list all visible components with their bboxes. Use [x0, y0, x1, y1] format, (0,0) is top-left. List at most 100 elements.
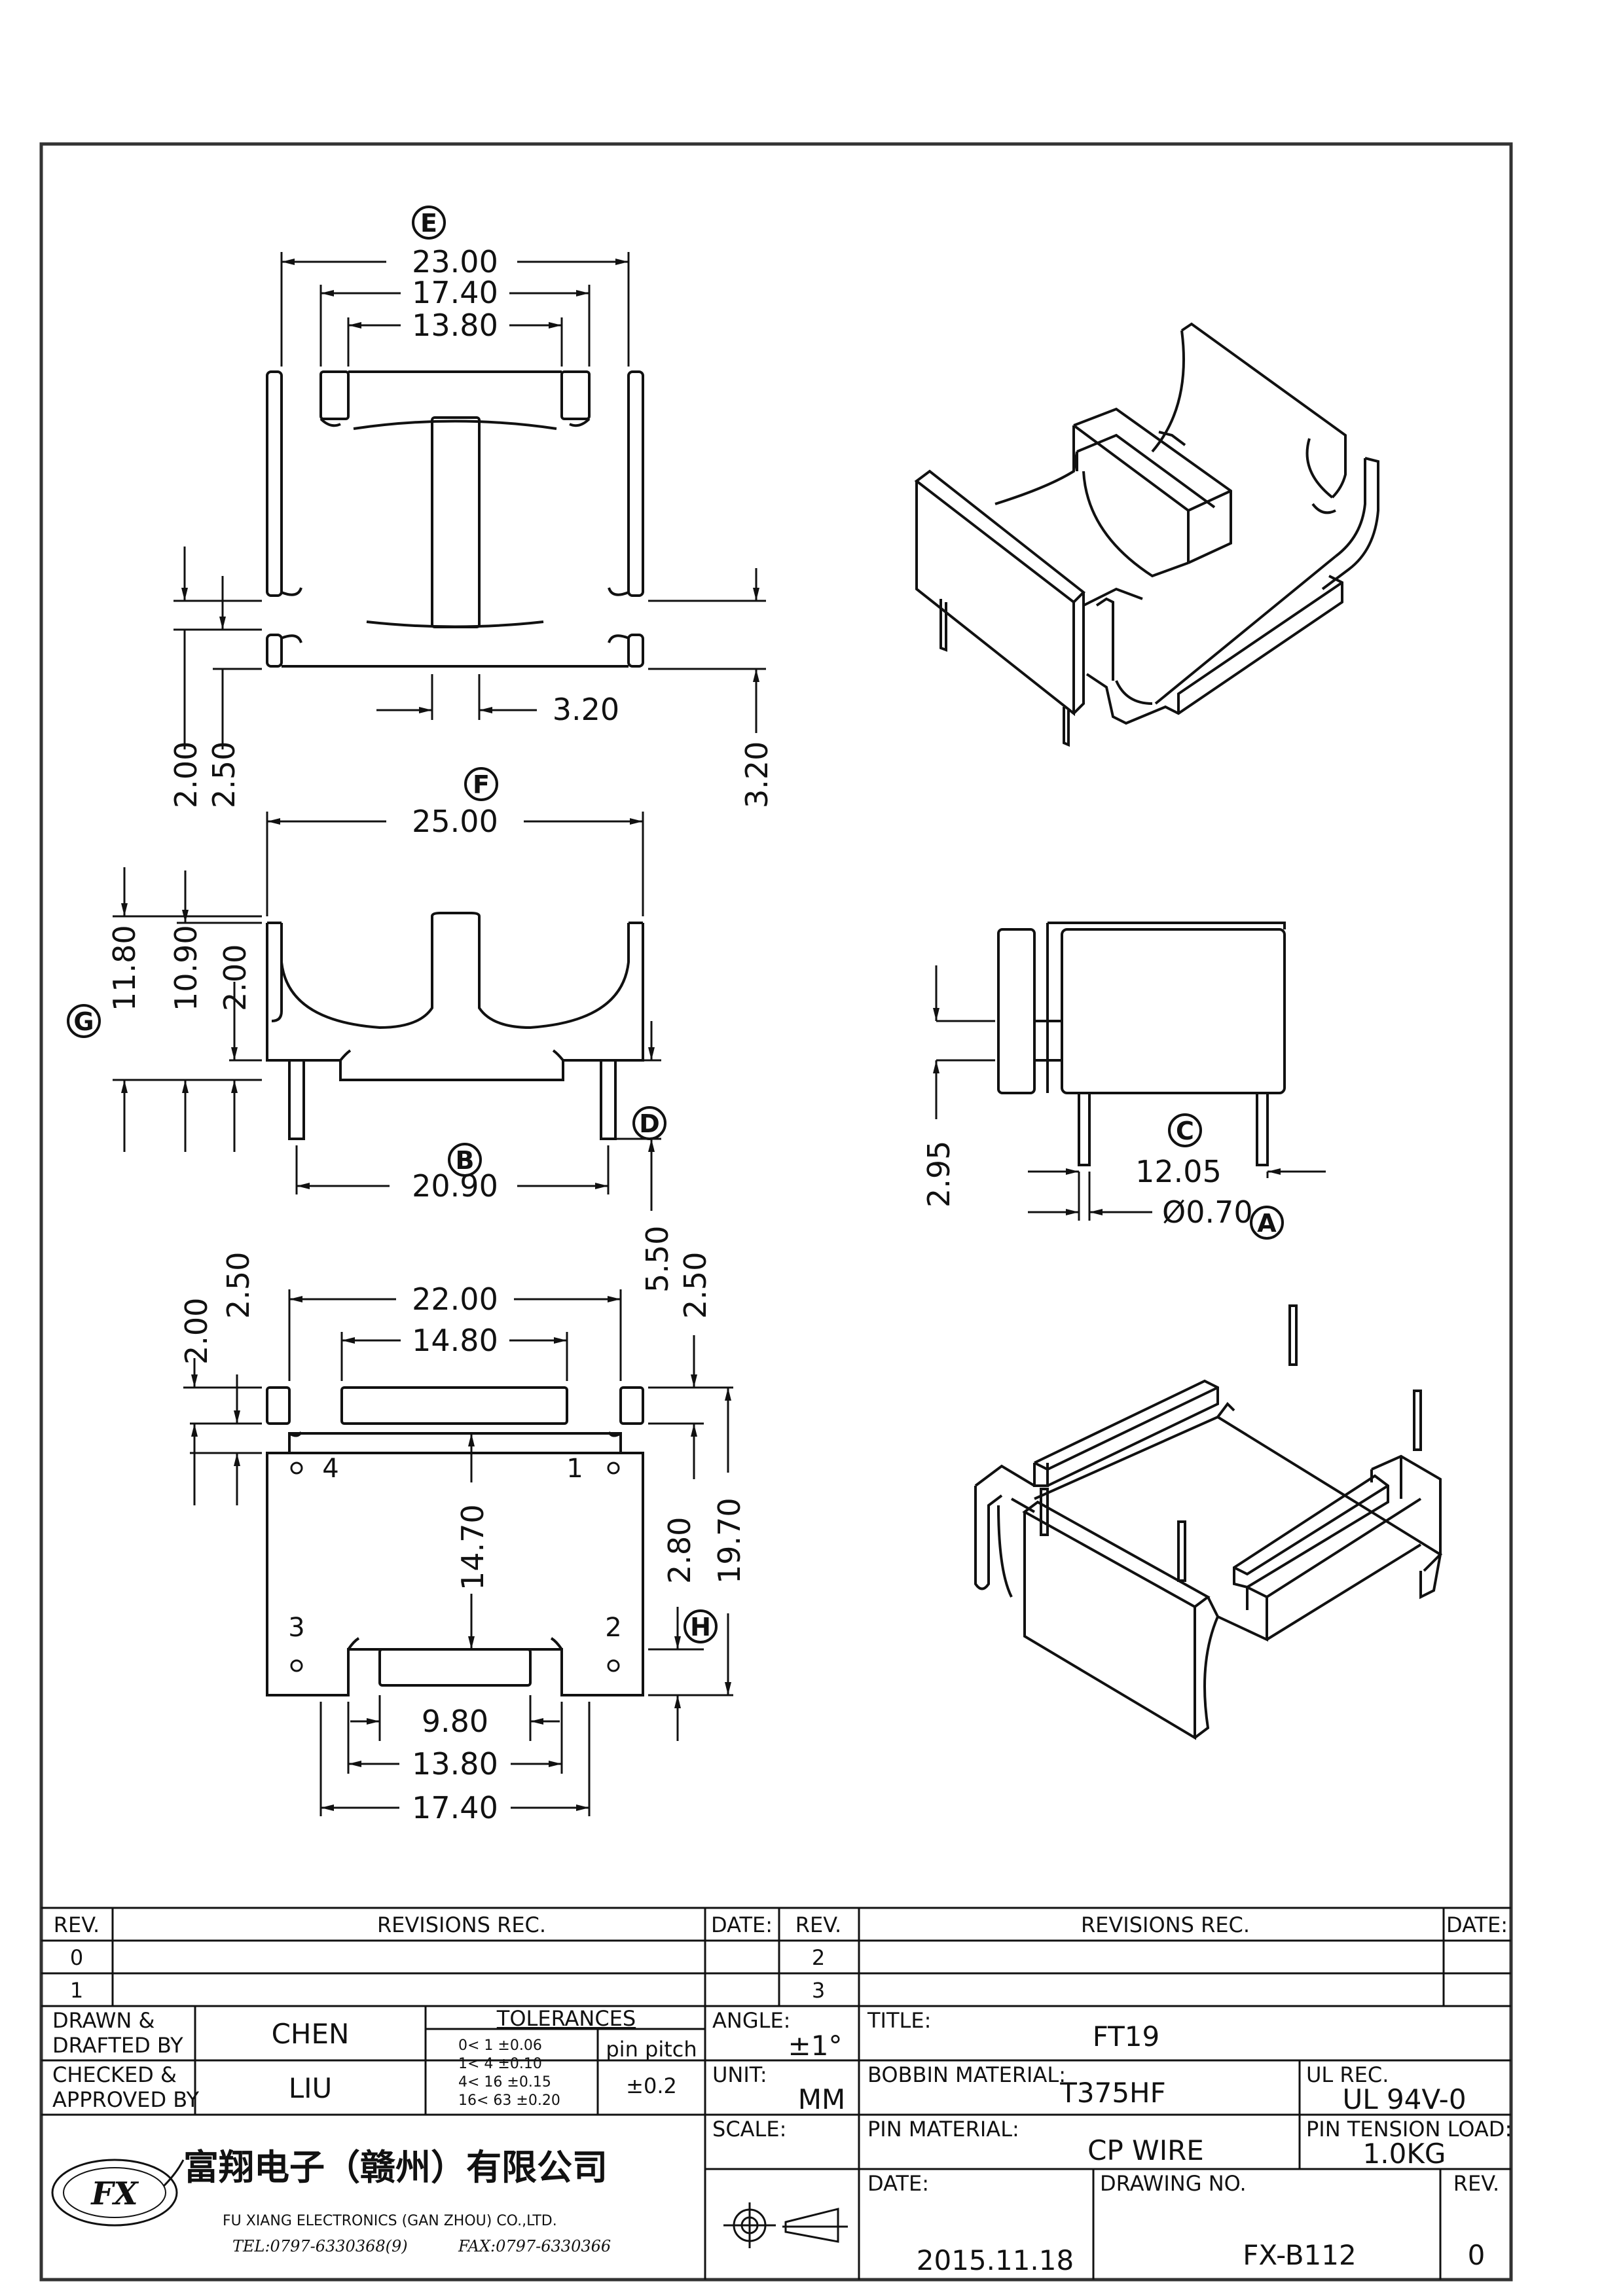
dim-b-1970: 19.70: [712, 1498, 747, 1584]
revisions-header-left: REVISIONS REC.: [377, 1912, 546, 1937]
dim-s-070: Ø0.70: [1162, 1194, 1253, 1230]
dim-b-1470: 14.70: [455, 1504, 490, 1590]
svg-text:H: H: [690, 1613, 711, 1641]
rev-row-3: 3: [812, 1978, 825, 2003]
date-header-right: DATE:: [1446, 1912, 1508, 1937]
pin-label-2: 2: [605, 1613, 621, 1643]
date-label: DATE:: [867, 2171, 929, 2196]
pin-label-3: 3: [288, 1613, 304, 1643]
dim-f-200: 2.00: [217, 944, 253, 1011]
pin-pitch-value: ±0.2: [626, 2073, 677, 2098]
dim-e-250: 2.50: [206, 742, 242, 808]
projection-symbol: [723, 2202, 848, 2248]
dim-b-980: 9.80: [422, 1704, 488, 1739]
rev-header-right: REV.: [795, 1912, 841, 1937]
company-tel: TEL:0797-6330368(9): [232, 2237, 408, 2255]
rev-label: REV.: [1453, 2171, 1499, 2196]
marker-f: F: [464, 767, 498, 801]
dim-f-25: 25.00: [412, 804, 498, 839]
dim-b-1740: 17.40: [412, 1790, 498, 1825]
tolerance-row-3: 4< 16 ±0.15: [458, 2074, 551, 2090]
drawn-label-2: DRAFTED BY: [52, 2033, 183, 2058]
dim-b-280: 2.80: [662, 1517, 697, 1584]
dim-s-1205: 12.05: [1135, 1154, 1222, 1189]
iso-view-top: [914, 322, 1379, 747]
unit-label: UNIT:: [712, 2062, 767, 2087]
dim-b-1380: 13.80: [412, 1746, 498, 1782]
pin-label-1: 1: [566, 1454, 583, 1484]
drawing-no-value: FX-B112: [1243, 2239, 1356, 2271]
drawn-label-1: DRAWN &: [52, 2008, 155, 2033]
svg-text:F: F: [473, 770, 490, 799]
svg-text:D: D: [639, 1109, 660, 1138]
rev-value: 0: [1468, 2239, 1486, 2271]
date-header-left: DATE:: [711, 1912, 773, 1937]
svg-text:G: G: [73, 1007, 94, 1036]
bobbin-material-label: BOBBIN MATERIAL:: [867, 2062, 1066, 2087]
ul-rec-label: UL REC.: [1306, 2062, 1389, 2087]
pin-label-4: 4: [322, 1454, 338, 1484]
view-bottom: 4 1 3 2: [179, 1252, 747, 1825]
pin-material-label: PIN MATERIAL:: [867, 2117, 1019, 2142]
dim-e-320v: 3.20: [739, 742, 775, 808]
svg-text:E: E: [420, 209, 437, 238]
tolerance-row-4: 16< 63 ±0.20: [458, 2092, 560, 2109]
checked-label-2: APPROVED BY: [52, 2087, 199, 2112]
pin-material-value: CP WIRE: [1087, 2134, 1204, 2166]
rev-row-0: 0: [70, 1945, 83, 1970]
svg-text:C: C: [1176, 1117, 1194, 1145]
dim-b-1480: 14.80: [412, 1323, 498, 1358]
bobbin-material-value: T375HF: [1059, 2077, 1166, 2109]
svg-text:A: A: [1257, 1209, 1277, 1238]
title-value: FT19: [1093, 2020, 1160, 2053]
pin-pitch-label: pin pitch: [606, 2037, 697, 2062]
tolerance-row-2: 1< 4 ±0.10: [458, 2056, 542, 2072]
checked-value: LIU: [289, 2072, 333, 2104]
svg-text:FX: FX: [90, 2176, 139, 2212]
revisions-header-right: REVISIONS REC.: [1081, 1912, 1250, 1937]
drawing-no-label: DRAWING NO.: [1100, 2171, 1247, 2196]
dim-e-23: 23.00: [412, 244, 498, 279]
dim-b-250l: 2.50: [221, 1252, 256, 1319]
dim-e-13: 13.80: [412, 308, 498, 343]
tolerances-title: TOLERANCES: [496, 2006, 636, 2031]
dim-f-1090: 10.90: [168, 925, 204, 1011]
tolerance-row-1: 0< 1 ±0.06: [458, 2037, 542, 2054]
drawn-value: CHEN: [272, 2018, 350, 2050]
date-value: 2015.11.18: [917, 2244, 1074, 2276]
pin-tension-value: 1.0KG: [1363, 2138, 1446, 2170]
dim-s-295: 2.95: [921, 1141, 957, 1208]
dim-e-320h: 3.20: [553, 692, 619, 727]
marker-h: H: [684, 1609, 718, 1643]
marker-c: C: [1168, 1113, 1202, 1147]
rev-row-1: 1: [70, 1978, 83, 2003]
scale-label: SCALE:: [712, 2117, 786, 2142]
ul-rec-value: UL 94V-0: [1342, 2083, 1466, 2115]
view-e-top: 23.00 17.40 13.80 3.20 2.00 2.50 3.20 E: [168, 206, 775, 808]
company-name-en: FU XIANG ELECTRONICS (GAN ZHOU) CO.,LTD.: [223, 2213, 557, 2229]
dim-e-200: 2.00: [168, 742, 204, 808]
company-fax: FAX:0797-6330366: [458, 2237, 611, 2255]
dim-f-1180: 11.80: [107, 925, 142, 1011]
svg-text:B: B: [456, 1146, 475, 1175]
dim-b-250r: 2.50: [678, 1252, 713, 1319]
dim-b-200: 2.00: [179, 1298, 214, 1365]
checked-label-1: CHECKED &: [52, 2062, 177, 2087]
dim-f-2090: 20.90: [412, 1168, 498, 1204]
iso-view-bottom: [974, 1304, 1443, 1740]
title-block: REV. REVISIONS REC. DATE: REV. REVISIONS…: [41, 1907, 1512, 2280]
sheet-border: [39, 142, 1513, 2282]
rev-row-2: 2: [812, 1945, 825, 1970]
dim-b-22: 22.00: [412, 1282, 498, 1317]
marker-e: E: [412, 206, 446, 240]
marker-g: G: [67, 1004, 101, 1038]
marker-b: B: [448, 1143, 482, 1177]
rev-header-left: REV.: [54, 1912, 100, 1937]
dim-f-550: 5.50: [640, 1226, 675, 1293]
dim-e-17: 17.40: [412, 275, 498, 310]
pin-tension-label: PIN TENSION LOAD:: [1306, 2117, 1512, 2142]
marker-a: A: [1250, 1206, 1284, 1240]
company-name-cn: 富翔电子（赣州）有限公司: [183, 2146, 608, 2188]
unit-value: MM: [798, 2083, 845, 2115]
